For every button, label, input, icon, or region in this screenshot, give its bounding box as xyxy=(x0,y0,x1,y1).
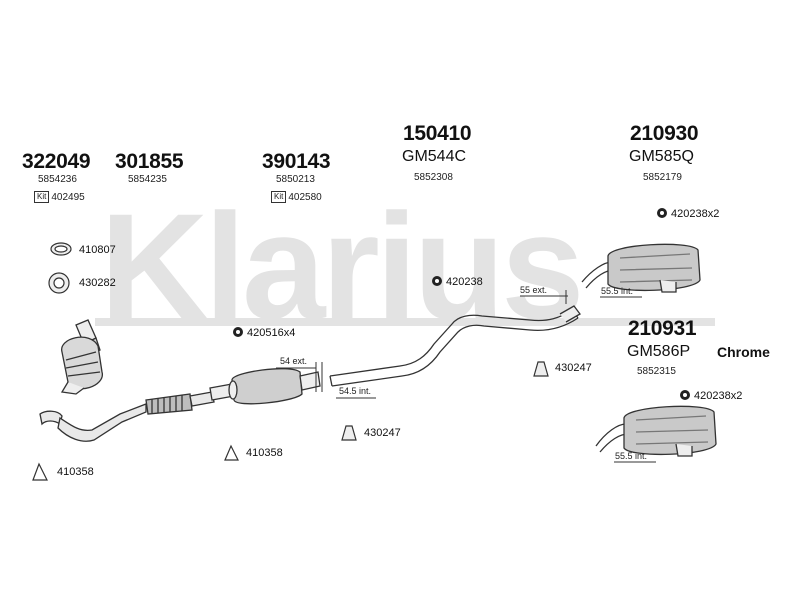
oem-5852179: 5852179 xyxy=(643,172,682,183)
ref-410358-middle: 410358 xyxy=(246,447,283,459)
oem-5852308: 5852308 xyxy=(414,172,453,183)
code-gm586p: GM586P xyxy=(627,343,691,360)
finish-chrome: Chrome xyxy=(717,344,770,360)
part-number-322049: 322049 xyxy=(22,150,91,173)
part-number-390143: 390143 xyxy=(262,150,331,173)
code-gm544c: GM544C xyxy=(402,148,467,165)
oem-5850213: 5850213 xyxy=(276,174,315,185)
ref-430247-middle: 430247 xyxy=(364,427,401,439)
oem-5854236: 5854236 xyxy=(38,174,77,185)
ref-420238x2-lower: 420238x2 xyxy=(680,390,742,402)
part-number-301855: 301855 xyxy=(115,150,184,173)
dim-55-ext: 55 ext. xyxy=(520,285,548,295)
rear-silencer-210931 xyxy=(595,405,717,457)
catalytic-converter xyxy=(60,319,103,395)
ref-420238x2-lower-text: 420238x2 xyxy=(694,390,743,402)
clamp-icon xyxy=(680,390,690,400)
ref-420238: 420238 xyxy=(432,276,483,288)
dim-55-5-int-upper: 55.5 int. xyxy=(601,286,634,296)
dim-55-5-int-lower: 55.5 int. xyxy=(615,451,648,461)
dim-54-5-int: 54.5 int. xyxy=(339,386,372,396)
kit-tag: Kit xyxy=(271,191,287,203)
kit-tag: Kit xyxy=(34,191,50,203)
hardware-icons xyxy=(32,242,549,481)
kit-number: 402580 xyxy=(288,192,322,203)
part-number-150410: 150410 xyxy=(403,122,472,145)
front-pipe xyxy=(39,391,215,442)
intermediate-pipe xyxy=(329,305,581,387)
ref-430247-right: 430247 xyxy=(555,362,592,374)
rear-silencer-210930 xyxy=(581,243,701,293)
ref-420516: 420516x4 xyxy=(233,327,295,339)
dim-54-ext: 54 ext. xyxy=(280,356,308,366)
kit-number: 402495 xyxy=(51,192,85,203)
ref-420238-text: 420238 xyxy=(446,276,483,288)
dimension-markers xyxy=(276,290,656,463)
ref-420238x2-upper-text: 420238x2 xyxy=(671,208,720,220)
ref-430282: 430282 xyxy=(79,277,116,289)
centre-silencer xyxy=(209,368,321,405)
ref-420516-text: 420516x4 xyxy=(247,327,296,339)
oem-5854235: 5854235 xyxy=(128,174,167,185)
part-number-210930: 210930 xyxy=(630,122,699,145)
ref-420238x2-upper: 420238x2 xyxy=(657,208,719,220)
clamp-icon xyxy=(657,208,667,218)
part-number-210931: 210931 xyxy=(628,317,697,340)
oem-5852315: 5852315 xyxy=(637,366,676,377)
clamp-icon xyxy=(432,276,442,286)
ref-410807: 410807 xyxy=(79,244,116,256)
clamp-icon xyxy=(233,327,243,337)
code-gm585q: GM585Q xyxy=(629,148,694,165)
ref-410358-left: 410358 xyxy=(57,466,94,478)
watermark-underline xyxy=(95,318,715,326)
